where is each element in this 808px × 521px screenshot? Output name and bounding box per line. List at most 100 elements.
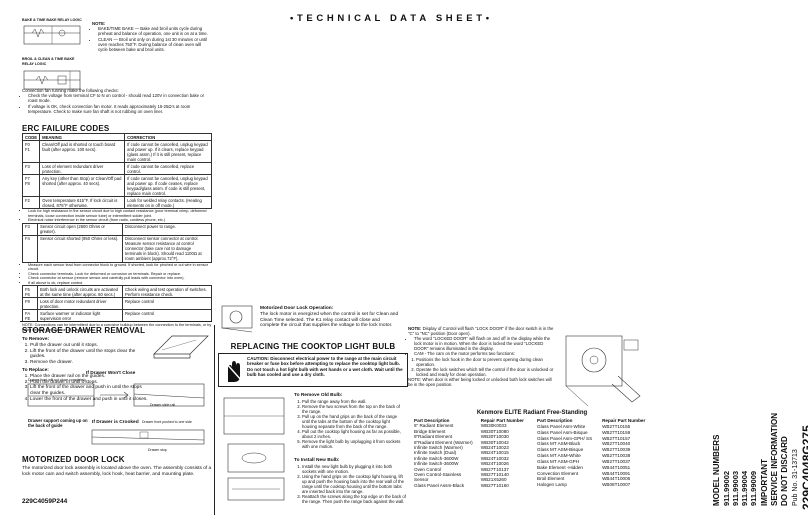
part-number-cell: WB27T10157 <box>602 435 631 441</box>
drawer-remove-step: Lift the front of the drawer until the s… <box>30 349 152 361</box>
hand-warning-icon <box>224 361 243 382</box>
erc-meaning: Sensor circuit open (2600 Ohms or greate… <box>37 222 123 236</box>
note-top-item: CLEAN — Broil unit only on during 1st 30… <box>98 37 212 53</box>
drawer-caption: Drawer front pushed to one side <box>142 420 192 424</box>
cam-step: Operate the lock switches which tell the… <box>416 367 556 377</box>
erc-code: F7 F8 <box>21 174 41 197</box>
drawer-illustration <box>153 335 209 359</box>
erc-note: Electrical noise interference in the sen… <box>28 218 212 223</box>
part-description: Infinite Switch (Dual) <box>414 450 457 456</box>
light-remove-step: Pull up on the hand grips on the back of… <box>302 414 406 429</box>
table-row: FA FE Surface warmer or indicator light … <box>22 309 212 322</box>
erc-table-lock: F5 F6 Both lock and unlock circuits are … <box>22 285 212 322</box>
part-description: Infinite Switch (Warmer) <box>414 445 463 451</box>
erc-correction: If code cannot be cancelled, unplug keyp… <box>124 174 212 197</box>
table-row: Glass Panel Assm-Black WB27T10160 <box>412 483 529 488</box>
erc-code: F3 <box>22 222 38 236</box>
part-number-cell: WB27T10039 <box>602 447 631 453</box>
model-number: 911.99003 <box>731 470 740 506</box>
service-label: SERVICE INFORMATION <box>770 412 779 506</box>
broil-diagram-label: BROIL & CLEAN & TIME BAKE RELAY LOGIC <box>22 57 75 67</box>
footer-code: 229C4059P244 <box>22 498 68 505</box>
part-description: Glass Panel Assm-Black <box>414 482 465 488</box>
erc-correction: Replace control <box>122 297 212 310</box>
bake-diagram-label: BAKE & TIME BAKE RELAY LOGIC <box>22 18 82 22</box>
erc-meaning: Any key (other than Stop) or Clean/Off p… <box>39 174 126 197</box>
part-number-cell: WB44T10051 <box>602 464 631 470</box>
drawer-replace-step: Push the drawer in until it stops. <box>30 380 152 386</box>
part-description: Halogen Lamp <box>537 482 567 488</box>
drawer-caption: Drawer stop <box>148 448 167 452</box>
part-description: 9"Radiant Element <box>414 434 453 440</box>
erc-meaning: Clean/Off pad is shorted or touch board … <box>39 140 126 163</box>
table-row: F3 Sensor circuit open (2600 Ohms or gre… <box>22 222 212 236</box>
drawer-title: STORAGE DRAWER REMOVAL <box>22 326 146 335</box>
part-description: Broil Element <box>537 476 565 482</box>
model-number: 911.99009 <box>749 470 758 506</box>
light-install-step: Using the hand grips on the cooktop ligh… <box>302 474 406 494</box>
erc-meaning: Both lock and unlock circuits are activa… <box>37 285 123 298</box>
erc-code: F0 F1 <box>21 140 41 163</box>
table-row: Glass MT ASM-White WB27T10038 <box>535 453 652 459</box>
erc-note: Measure each sensor lead from connector … <box>28 263 212 272</box>
erc-meaning: Loss of door motor redundant driver prot… <box>37 297 123 310</box>
door-lock-body: The motorized door lock assembly is loca… <box>22 466 212 477</box>
convection-intro: Convection fan running make the followin… <box>22 88 119 93</box>
door-op-title: Motorized Door Lock Operation: <box>260 306 334 311</box>
part-description: Glass MT ASM-Bisque <box>537 447 584 453</box>
erc-correction: Replace control <box>122 309 212 322</box>
part-number-cell: WB44T10006 <box>602 476 631 482</box>
erc-section: ERC FAILURE CODES CODE MEANING CORRECTIO… <box>21 124 212 332</box>
drawer-replace-step: Place the drawer rail on the guides. <box>30 374 152 380</box>
parts-table-left: Part Description Repair Part Number 6" R… <box>412 418 529 488</box>
erc-note: Check connector at sensor (remove sensor… <box>28 276 212 281</box>
drawer-replace-label: To Replace: <box>22 367 49 373</box>
broil-wiring-diagram <box>23 70 81 89</box>
erc-correction: Check wiring and test operation of switc… <box>122 285 212 298</box>
part-description: Glass MT ASM-White <box>537 453 581 459</box>
parts-section: Kenmore ELITE Radiant Free-Standing Part… <box>412 410 652 488</box>
bake-wiring-diagram <box>23 25 81 45</box>
part-number-cell: WB27T10038 <box>602 453 631 459</box>
part-number-cell: WB27T10140 <box>480 472 509 478</box>
part-description: Oven Control-Stainless <box>414 472 462 478</box>
erc-col-code: CODE <box>21 133 41 141</box>
erc-note: If all above is ok, replace control. <box>28 281 212 286</box>
table-row: Infinite Switch (Warmer)WB24T10023 <box>412 445 529 450</box>
part-number-cell: WB24T10015 <box>480 450 509 456</box>
note-right: NOTE: Display of Control will flash "LOC… <box>408 326 556 387</box>
drawer-remove-step: Remove the drawer. <box>30 360 152 366</box>
note-right-item: CAM - The cam on the motor performs two … <box>414 351 556 356</box>
part-description: Bridge Element <box>414 428 446 434</box>
column-divider <box>214 325 215 515</box>
note-right-label: NOTE: <box>408 326 422 331</box>
light-remove-step: Pull the range away from the wall. <box>302 399 406 404</box>
part-number-cell: WB27T10160 <box>480 482 509 488</box>
erc-col-meaning: MEANING <box>39 133 126 141</box>
table-row: F7 F8 Any key (other than Stop) or Clean… <box>21 174 212 197</box>
part-number: 229C4048G275 <box>800 425 808 510</box>
light-remove-label: To Remove Old Bulb: <box>294 393 343 398</box>
erc-correction: If code cannot be cancelled, unplug keyp… <box>124 140 212 163</box>
part-number-cell: WB30T10030 <box>480 434 509 440</box>
erc-code: F4 <box>22 234 38 263</box>
erc-correction: If code cannot be cancelled, replace con… <box>124 162 212 175</box>
light-install: To Install New Bulb: Install the new lig… <box>294 458 406 504</box>
relay-diagram: BAKE & TIME BAKE RELAY LOGIC BROIL & CLE… <box>22 18 84 99</box>
light-install-step: Reattach the screws along the top edge o… <box>302 494 406 504</box>
part-description: 6" Radiant Element <box>414 423 454 429</box>
table-row: Oven Control-Stainless WB27T10140 <box>412 472 529 477</box>
light-install-label: To Install New Bulb: <box>294 458 340 463</box>
erc-code: F2 <box>21 196 41 209</box>
table-row: F4 Sensor circuit shorted (950 Ohms or l… <box>22 234 212 263</box>
part-description: Convection Element <box>537 470 579 476</box>
